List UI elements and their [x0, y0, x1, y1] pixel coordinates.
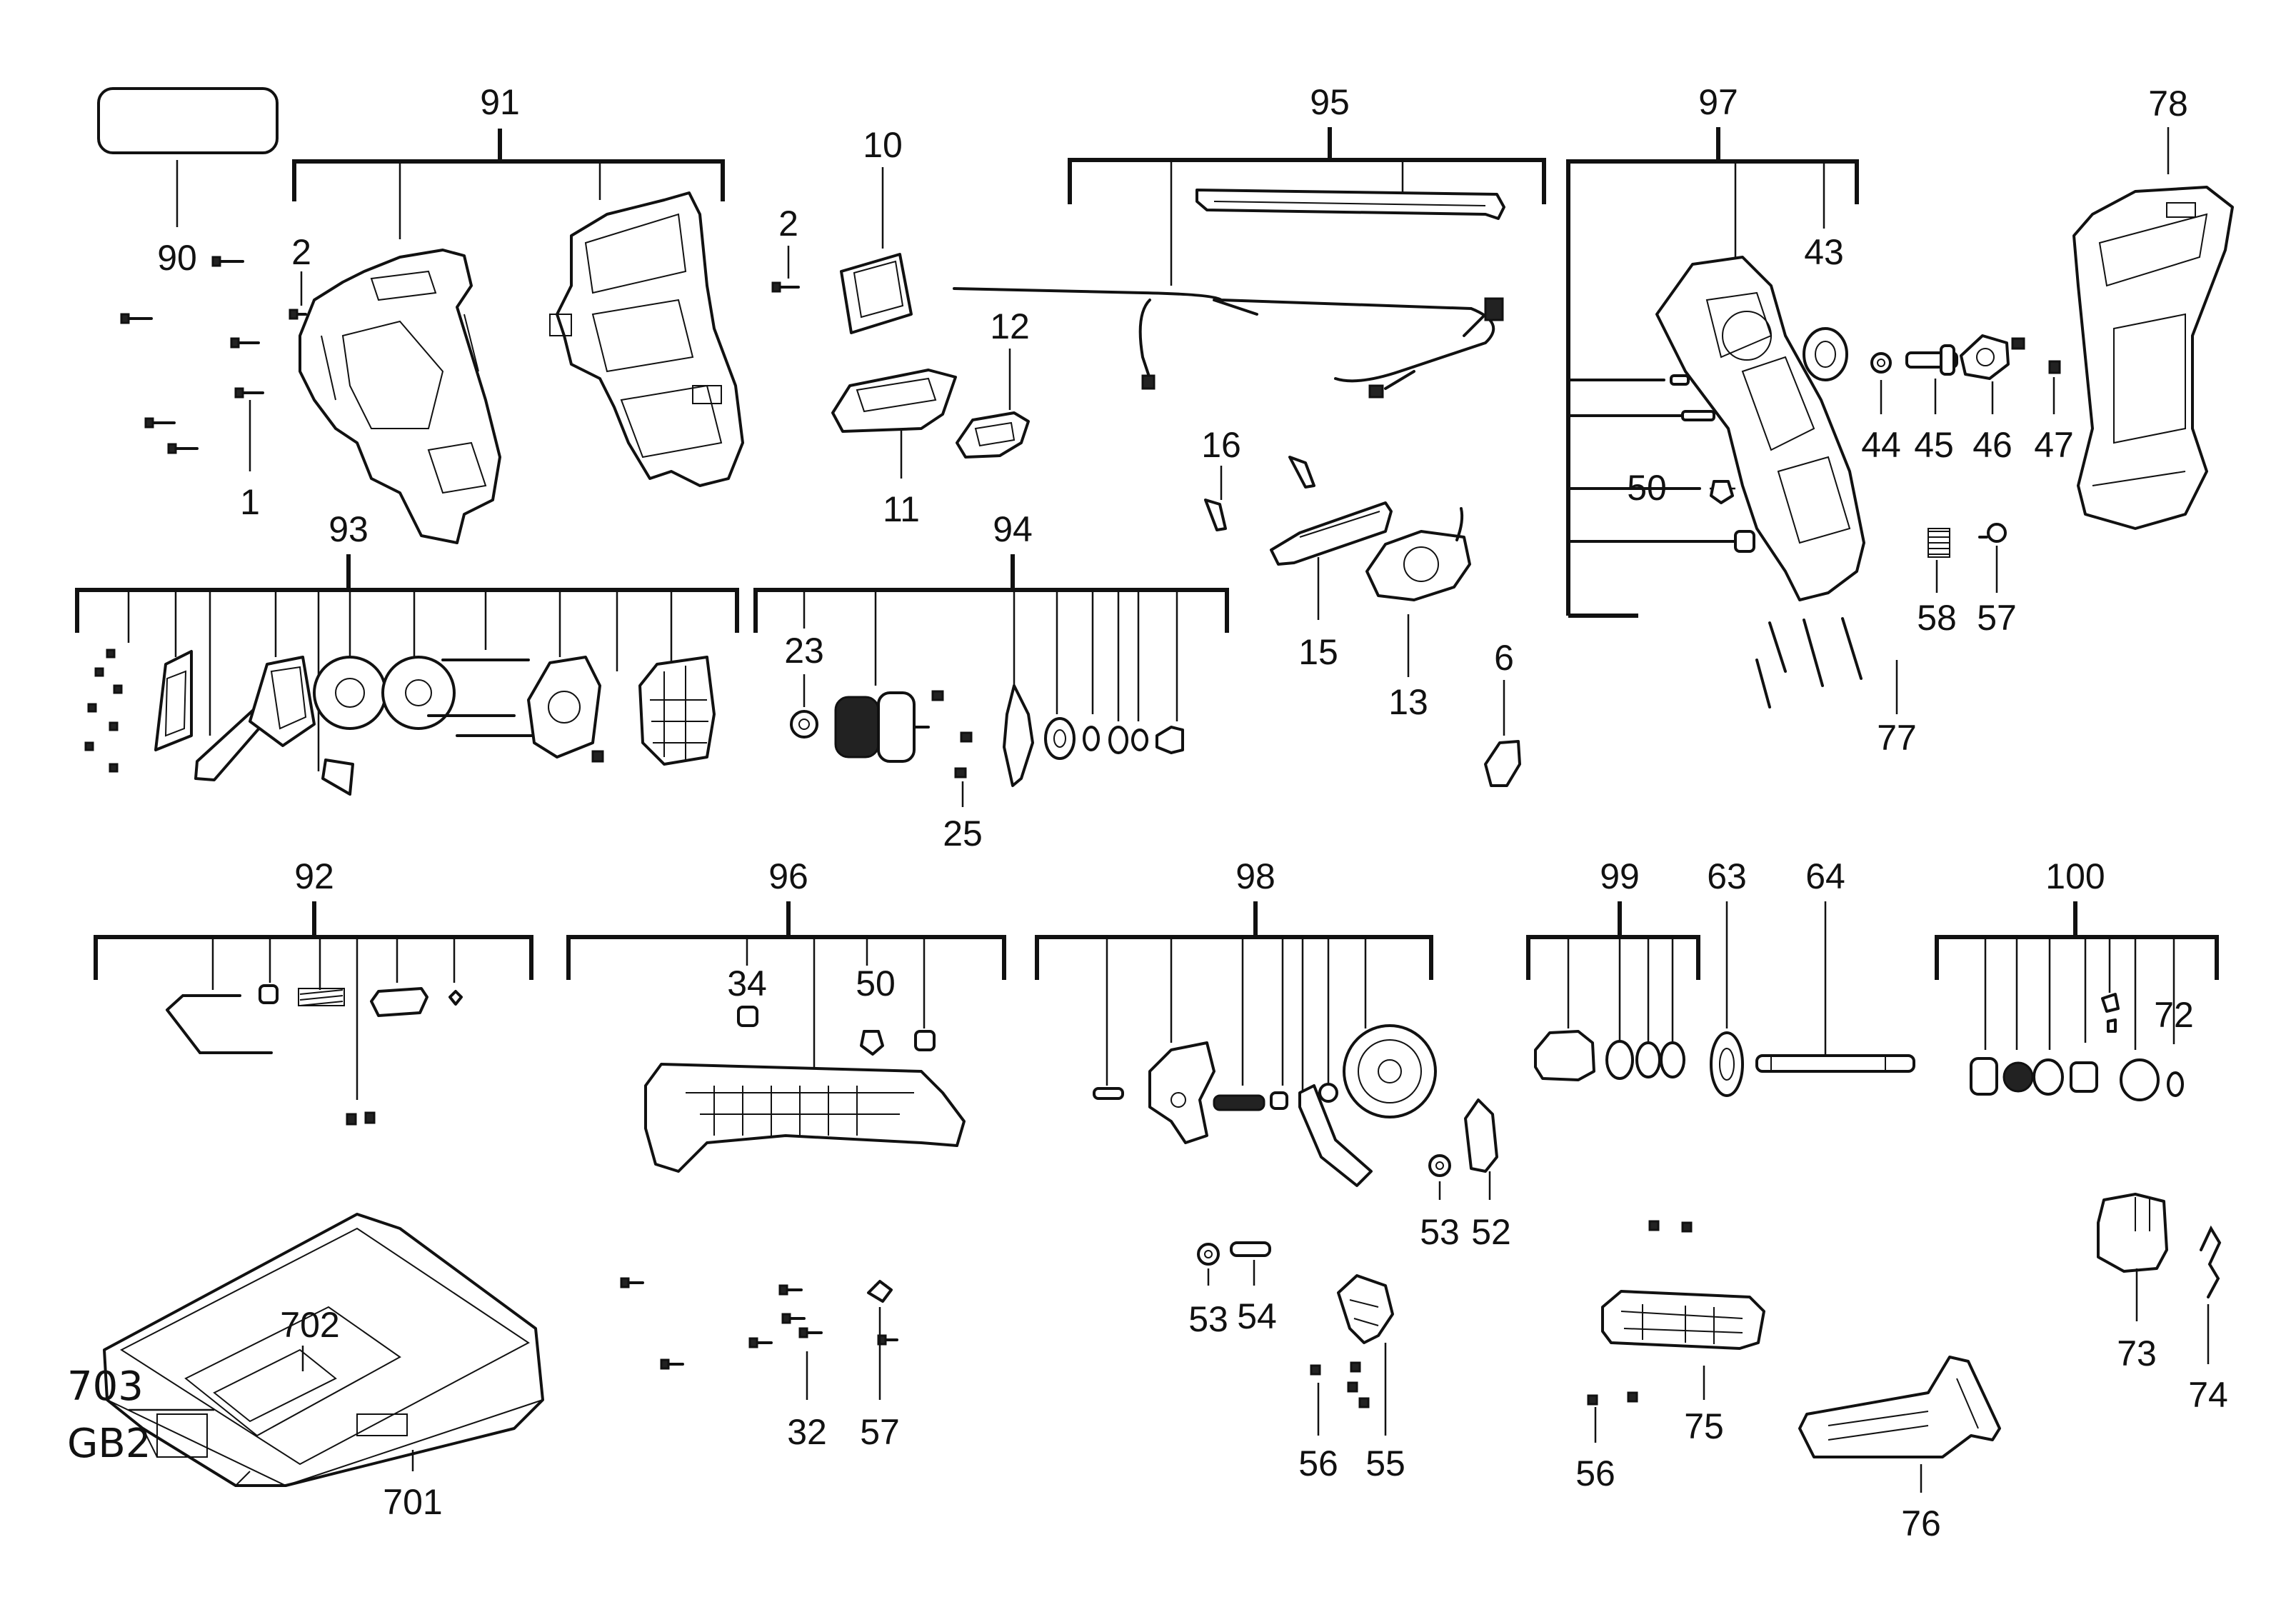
- callout-53-left: 53: [1188, 1299, 1228, 1339]
- callout-43: 43: [1804, 232, 1844, 272]
- callout-44: 44: [1861, 425, 1901, 465]
- parts-44-47-58-57: 44 45 46 47 58 57: [1861, 334, 2074, 638]
- housing-right-half: [549, 191, 744, 487]
- callout-50-gear: 50: [1627, 468, 1667, 508]
- callout-32: 32: [787, 1412, 827, 1452]
- callout-53-right: 53: [1420, 1212, 1460, 1252]
- callout-23: 23: [784, 631, 824, 671]
- callout-10: 10: [863, 125, 903, 165]
- screw-set-near-housing: [120, 256, 307, 454]
- callout-6: 6: [1494, 638, 1514, 678]
- callout-55: 55: [1365, 1443, 1405, 1483]
- callout-703: 703: [67, 1363, 144, 1410]
- part-90-label-plate: 90: [97, 87, 279, 278]
- callout-98: 98: [1235, 856, 1275, 896]
- callout-100: 100: [2045, 856, 2105, 896]
- callout-72: 72: [2154, 995, 2194, 1035]
- group-100-blade-clamp: 100 72 73 74: [1935, 856, 2228, 1415]
- callout-15: 15: [1298, 632, 1338, 672]
- callout-45: 45: [1914, 425, 1954, 465]
- callout-78: 78: [2148, 84, 2188, 124]
- callout-gb2: GB2: [67, 1421, 151, 1467]
- callout-25: 25: [943, 813, 983, 853]
- callout-47: 47: [2034, 425, 2074, 465]
- callout-97: 97: [1698, 82, 1738, 122]
- callout-91: 91: [480, 82, 520, 122]
- group-95-wiring-set: 95: [953, 82, 1546, 399]
- callout-73: 73: [2117, 1333, 2157, 1373]
- callout-50-base: 50: [856, 963, 896, 1003]
- callout-75: 75: [1684, 1406, 1724, 1446]
- callout-92: 92: [294, 856, 334, 896]
- callout-701: 701: [383, 1482, 442, 1522]
- callout-1: 1: [240, 482, 260, 522]
- callout-93: 93: [329, 509, 369, 549]
- group-98-gear-crank: 98 52 53 53 54 56 55: [1035, 856, 1511, 1483]
- parts-2-10-11-12: 2 10 11 12: [771, 125, 1030, 529]
- callout-95: 95: [1310, 82, 1350, 122]
- group-99-63-64-spindle: 99 63 64: [1526, 856, 1915, 1097]
- callout-77: 77: [1877, 718, 1917, 758]
- group-92-lock-parts: 92: [94, 856, 533, 1126]
- callout-52: 52: [1471, 1212, 1511, 1252]
- callout-56-left: 56: [1298, 1443, 1338, 1483]
- callout-57-base: 57: [860, 1412, 900, 1452]
- callout-56-right: 56: [1575, 1453, 1615, 1493]
- callout-702: 702: [280, 1305, 339, 1345]
- carry-case: 702 703 GB2 701: [67, 1213, 544, 1522]
- callout-76: 76: [1901, 1503, 1941, 1543]
- housing-left-half: [299, 249, 501, 544]
- parts-75-76-56-shoe: 75 56 76: [1575, 1220, 2001, 1543]
- callout-16: 16: [1201, 425, 1241, 465]
- callout-13: 13: [1388, 682, 1428, 722]
- callout-2-right: 2: [778, 204, 798, 244]
- callout-94: 94: [993, 509, 1033, 549]
- group-93-motor-electronics: 93: [75, 509, 739, 796]
- callout-34: 34: [727, 963, 767, 1003]
- callout-12: 12: [990, 306, 1030, 346]
- callout-58: 58: [1917, 598, 1957, 638]
- callout-74: 74: [2188, 1375, 2228, 1415]
- callout-96: 96: [768, 856, 808, 896]
- callout-99: 99: [1600, 856, 1640, 896]
- part-78-front-housing: 78: [2072, 84, 2234, 530]
- callout-64: 64: [1805, 856, 1845, 896]
- callout-46: 46: [1972, 425, 2012, 465]
- callout-54: 54: [1237, 1296, 1277, 1336]
- callout-57-right: 57: [1977, 598, 2017, 638]
- parts-16-15-13-6: 16 15 13 6: [1201, 425, 1521, 787]
- group-94-armature: 94 23 25: [753, 509, 1229, 853]
- group-97-gear-housing: 97 43 50 77: [1566, 82, 1917, 758]
- group-96-base-shoe: 96 34 50 32 57: [566, 856, 1006, 1452]
- group-91-housing-set: 91 1 2: [120, 82, 744, 544]
- callout-2-left: 2: [291, 232, 311, 272]
- callout-11: 11: [883, 489, 920, 529]
- callout-63: 63: [1707, 856, 1747, 896]
- callout-90: 90: [157, 238, 197, 278]
